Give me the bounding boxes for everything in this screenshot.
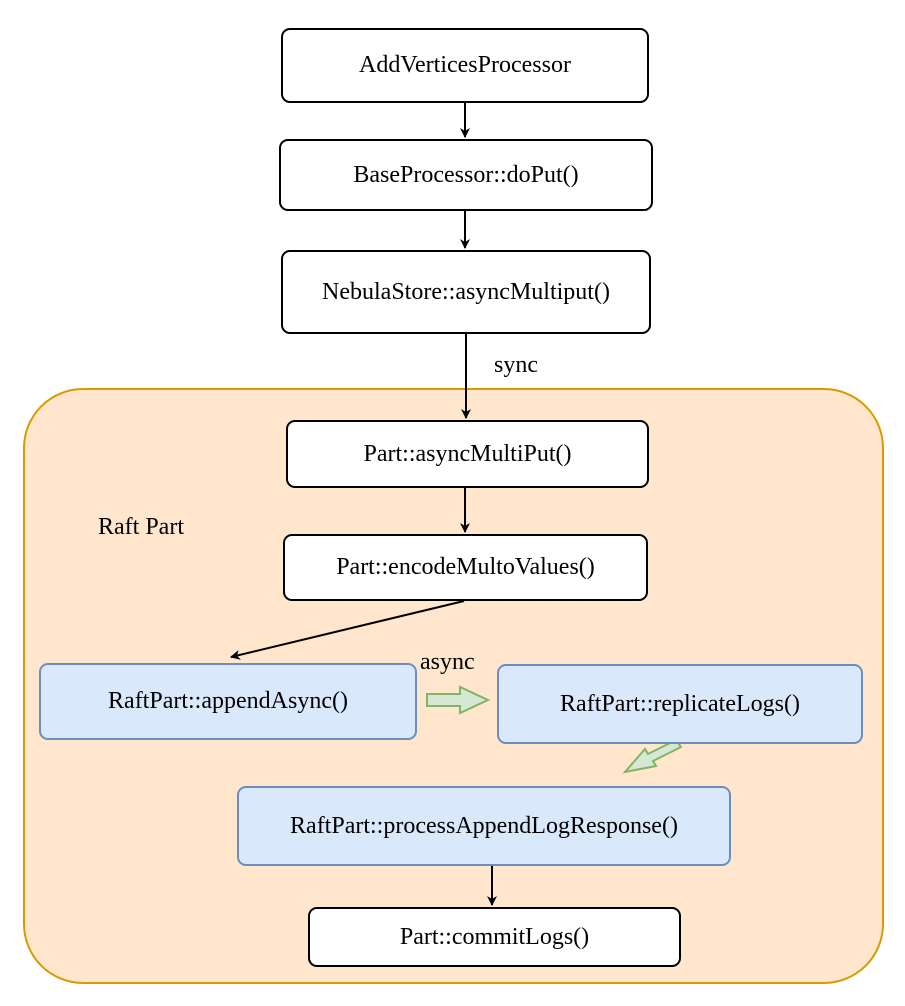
- async-arrow-appendasync-to-replicatelogs: [426, 685, 491, 715]
- sync-label: sync: [494, 352, 538, 378]
- part-encode-multo-values-node[interactable]: Part::encodeMultoValues(): [283, 534, 648, 601]
- arrow-replicatelogs-to-processresponse: [622, 738, 683, 774]
- raft-part-replicate-logs-node[interactable]: RaftPart::replicateLogs(): [497, 664, 863, 744]
- async-label: async: [420, 649, 475, 675]
- part-commit-logs-node[interactable]: Part::commitLogs(): [308, 907, 681, 967]
- raft-part-process-append-log-response-node[interactable]: RaftPart::processAppendLogResponse(): [237, 786, 731, 866]
- part-async-multiput-node[interactable]: Part::asyncMultiPut(): [286, 420, 649, 488]
- base-processor-doput-node[interactable]: BaseProcessor::doPut(): [279, 139, 653, 211]
- raft-part-append-async-node[interactable]: RaftPart::appendAsync(): [39, 663, 417, 740]
- nebula-store-async-multiput-node[interactable]: NebulaStore::asyncMultiput(): [281, 250, 651, 334]
- add-vertices-processor-node[interactable]: AddVerticesProcessor: [281, 28, 649, 103]
- edge-encode-to-appendasync: [230, 600, 465, 660]
- raft-part-group-label: Raft Part: [98, 514, 184, 540]
